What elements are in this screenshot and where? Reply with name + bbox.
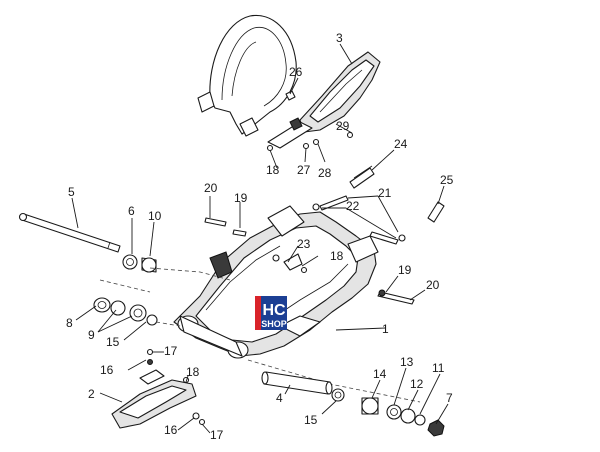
adjuster-bolts: [204, 195, 415, 305]
callout-2: 2: [88, 387, 95, 401]
callout-16a: 16: [100, 363, 114, 377]
callout-7: 7: [446, 391, 453, 405]
spacer-24: [349, 165, 375, 189]
callout-20b: 20: [426, 278, 440, 292]
pivot-spindle: [18, 212, 121, 253]
callout-15a: 15: [106, 335, 120, 349]
spacer-25: [427, 201, 445, 223]
callout-5: 5: [68, 185, 75, 199]
leader-lines: [71, 43, 449, 434]
callout-14: 14: [373, 367, 387, 381]
callout-23: 23: [297, 237, 311, 251]
small-fasteners: [146, 348, 206, 426]
logo-line-2: SHOP: [261, 319, 287, 329]
callout-27: 27: [297, 163, 311, 177]
callout-4: 4: [276, 391, 283, 405]
callout-29: 29: [336, 119, 350, 133]
top-fasteners: [266, 90, 354, 152]
callout-6: 6: [128, 204, 135, 218]
callout-16b: 16: [164, 423, 178, 437]
callout-28: 28: [318, 166, 332, 180]
callout-18c: 18: [186, 365, 200, 379]
rear-spacer: [261, 371, 345, 402]
callout-8: 8: [66, 316, 73, 330]
callouts: 1 2 3 4 5 6 7 8 9 10 11 12 13 14 15 15 1…: [66, 31, 454, 442]
right-bearings: [361, 397, 445, 437]
callout-17a: 17: [164, 344, 178, 358]
callout-18a: 18: [266, 163, 280, 177]
chain-slider: [111, 369, 197, 429]
callout-12: 12: [410, 377, 424, 391]
callout-21: 21: [378, 186, 392, 200]
callout-17b: 17: [210, 428, 224, 442]
left-bushings: [122, 254, 157, 273]
callout-26: 26: [289, 65, 303, 79]
callout-19a: 19: [234, 191, 248, 205]
callout-24: 24: [394, 137, 408, 151]
swingarm: [173, 205, 379, 359]
rear-mudguard: [197, 14, 297, 137]
callout-10: 10: [148, 209, 162, 223]
callout-15b: 15: [304, 413, 318, 427]
bracket-23: [272, 253, 308, 274]
chain-guard: [267, 51, 381, 149]
callout-20a: 20: [204, 181, 218, 195]
callout-11: 11: [432, 361, 445, 375]
callout-9: 9: [88, 328, 95, 342]
callout-19b: 19: [398, 263, 412, 277]
callout-3: 3: [336, 31, 343, 45]
left-bearings: [93, 297, 158, 326]
callout-18b: 18: [330, 249, 344, 263]
callout-13: 13: [400, 355, 414, 369]
callout-1: 1: [382, 322, 389, 336]
hc-shop-logo: HC SHOP: [255, 296, 287, 330]
logo-line-1: HC: [262, 302, 286, 319]
callout-22: 22: [346, 199, 360, 213]
callout-25: 25: [440, 173, 454, 187]
